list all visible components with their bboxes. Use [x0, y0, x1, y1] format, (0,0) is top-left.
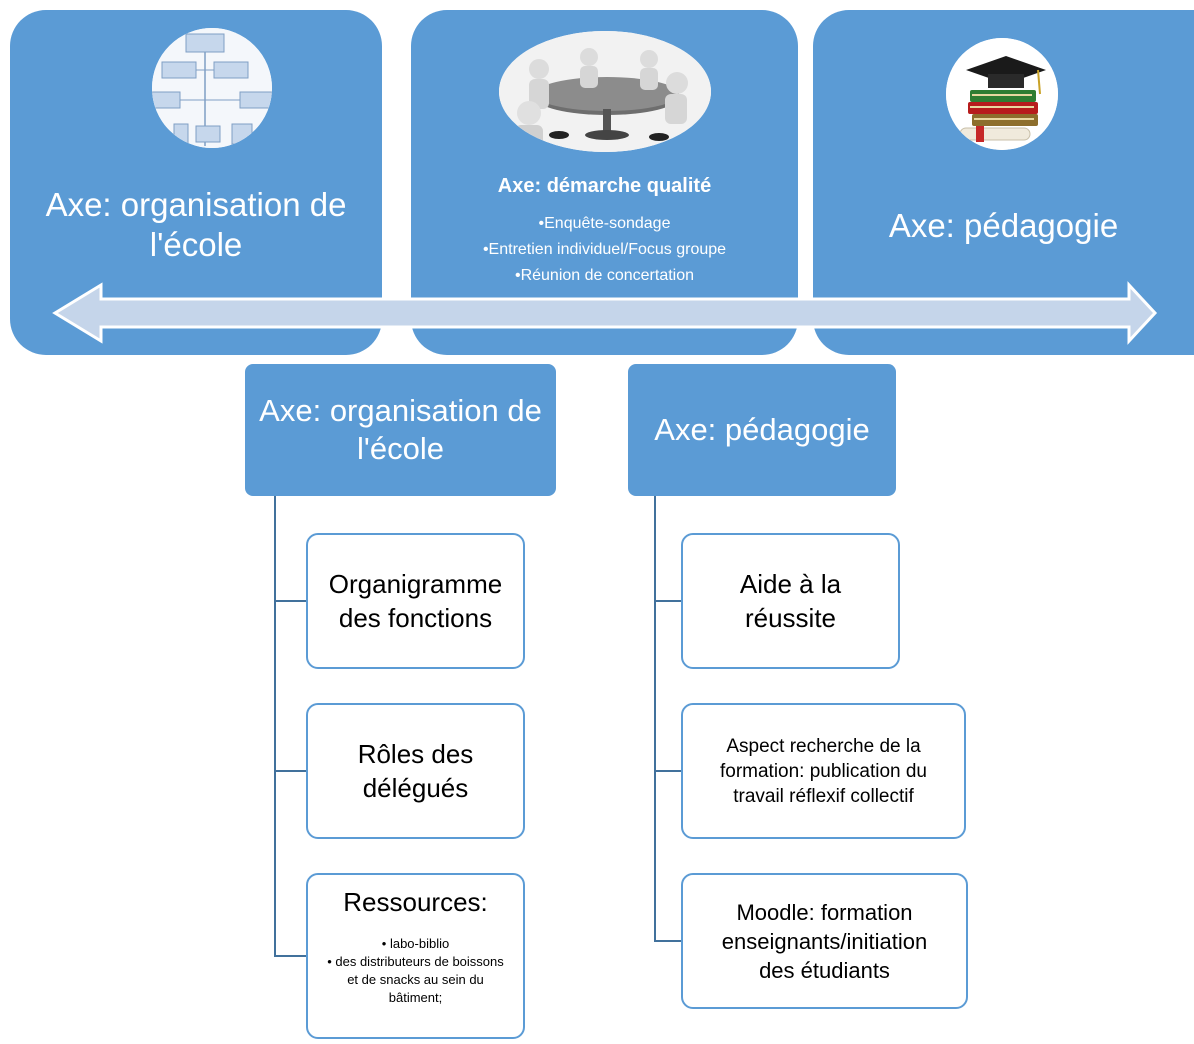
- panel-pedagogie: Axe: pédagogie: [813, 10, 1194, 355]
- node-roles-delegues-label: Rôles des délégués: [357, 739, 474, 803]
- node-aide-reussite: Aide à la réussite: [681, 533, 900, 669]
- list-item: •Réunion de concertation: [514, 267, 695, 284]
- connector-organisation-branch: [274, 770, 306, 772]
- node-aide-reussite-label: Aide à la réussite: [739, 569, 842, 633]
- graduation-books-photo-icon: [946, 38, 1058, 150]
- node-moodle-label: Moodle: formation enseignants/initiation…: [721, 899, 928, 983]
- node-organigramme-label: Organigramme des fonctions: [328, 569, 503, 633]
- connector-pedagogie-branch: [654, 770, 681, 772]
- panel-demarche-qualite: Axe: démarche qualité •Enquête-sondage •…: [411, 10, 798, 355]
- node-ressources: Ressources: • labo-biblio • des distribu…: [306, 873, 525, 1039]
- ressources-list: • labo-biblio • des distributeurs de boi…: [308, 935, 523, 1007]
- list-item: • labo-biblio: [381, 936, 450, 951]
- panel-title-pedagogie: Axe: pédagogie: [888, 207, 1119, 244]
- header-pedagogie: Axe: pédagogie: [628, 364, 896, 496]
- connector-pedagogie-branch: [654, 940, 681, 942]
- connector-organisation-branch: [274, 600, 306, 602]
- node-aspect-recherche-label: Aspect recherche de la formation: public…: [719, 735, 927, 807]
- connector-organisation-trunk: [274, 496, 276, 956]
- node-moodle: Moodle: formation enseignants/initiation…: [681, 873, 968, 1009]
- node-aspect-recherche: Aspect recherche de la formation: public…: [681, 703, 966, 839]
- panel-title-organisation: Axe: organisation de l'école: [45, 186, 347, 263]
- org-chart-photo-icon: [152, 28, 272, 148]
- node-roles-delegues: Rôles des délégués: [306, 703, 525, 839]
- list-item: •Enquête-sondage: [538, 215, 671, 232]
- header-organisation-label: Axe: organisation de l'école: [259, 393, 542, 466]
- panel-organisation: Axe: organisation de l'école: [10, 10, 382, 355]
- meeting-table-photo-icon: [499, 31, 711, 152]
- header-organisation: Axe: organisation de l'école: [245, 364, 556, 496]
- connector-organisation-branch: [274, 955, 306, 957]
- node-organigramme: Organigramme des fonctions: [306, 533, 525, 669]
- header-pedagogie-label: Axe: pédagogie: [654, 412, 870, 447]
- node-ressources-title: Ressources:: [343, 887, 488, 917]
- list-item: • des distributeurs de boissons et de sn…: [327, 954, 504, 1005]
- connector-pedagogie-branch: [654, 600, 681, 602]
- demarche-qualite-list: •Enquête-sondage •Entretien individuel/F…: [411, 211, 798, 289]
- connector-pedagogie-trunk: [654, 496, 656, 941]
- panel-title-demarche-qualite: Axe: démarche qualité: [497, 175, 712, 197]
- list-item: •Entretien individuel/Focus groupe: [482, 241, 727, 258]
